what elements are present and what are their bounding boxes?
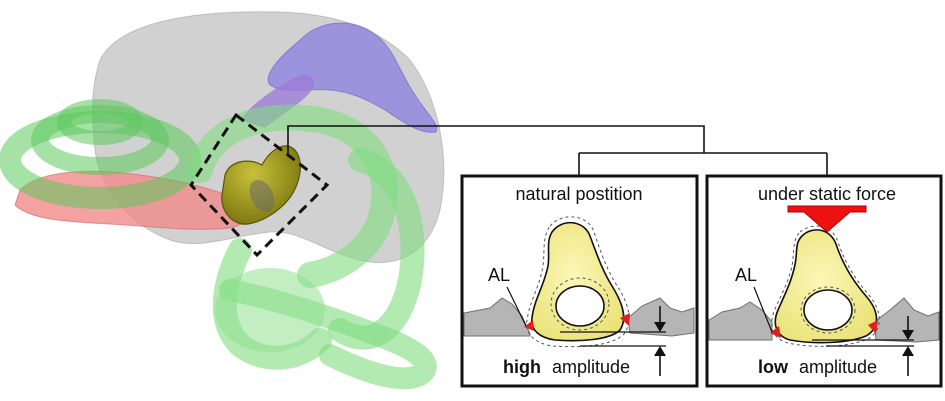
left-tissue-left [463, 297, 531, 337]
right-amp-arrow-up-head [902, 346, 914, 356]
left-al-pointer [506, 286, 527, 327]
stapes-3d-hole [249, 179, 275, 213]
right-al-pointer [753, 286, 773, 333]
right-amplitude-word: amplitude [799, 357, 877, 377]
left-amplitude-word: amplitude [552, 357, 630, 377]
right-al-label: AL [735, 265, 757, 285]
left-ligament-left [524, 320, 534, 331]
left-amplitude-caption: high amplitude [503, 357, 630, 377]
right-tissue-left [708, 301, 773, 341]
zoom-region-marker [189, 112, 330, 258]
right-ligament-left [770, 326, 781, 338]
left-stapes-hole [555, 285, 605, 327]
right-amplitude-bold: low [758, 357, 789, 377]
left-amp-arrow-up-head [654, 346, 666, 356]
left-amp-arrow-down-head [654, 322, 666, 332]
left-al-label: AL [488, 265, 510, 285]
left-stapes-hole-dashed [550, 277, 610, 331]
panel-natural-position: natural postition AL high amplitude [460, 174, 699, 388]
left-ligament-right [620, 313, 630, 326]
vestibule-body [215, 268, 325, 352]
right-stapes-hole [803, 289, 853, 331]
right-tissue-right [873, 297, 940, 343]
right-stapes-hole-dashed [800, 286, 856, 334]
static-force-arrow-icon [787, 205, 867, 233]
left-amplitude-bold: high [503, 357, 541, 377]
anatomy-render [0, 11, 445, 390]
right-amplitude-caption: low amplitude [758, 357, 877, 377]
nerve-structure [267, 22, 438, 133]
panel-static-title: under static force [758, 184, 896, 204]
connector-lines [287, 125, 828, 176]
panel-static-force: under static force AL low amplitude [705, 174, 943, 388]
right-ligament-right [868, 320, 878, 334]
panel-natural-title: natural postition [515, 184, 642, 204]
left-tissue-right [627, 297, 695, 337]
right-amp-arrow-down-head [902, 330, 914, 340]
